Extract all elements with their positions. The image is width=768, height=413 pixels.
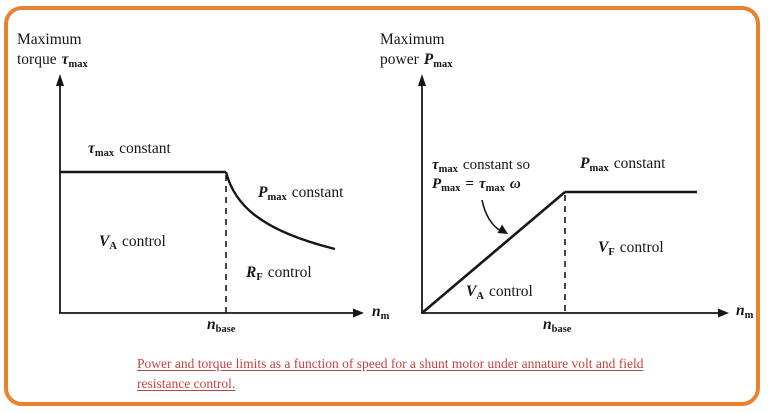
- right-axis-title-line1: Maximum: [380, 31, 445, 48]
- omega-symbol: ω: [509, 176, 521, 193]
- left-axis-title-line1: Maximum: [17, 31, 82, 48]
- caption-line-2: resistance control.: [137, 375, 236, 391]
- max-subscript: max: [267, 192, 287, 203]
- max-subscript: max: [68, 59, 88, 71]
- right-nbase-tick-label: nbase: [543, 316, 571, 335]
- right-y-axis-arrow-icon: [418, 74, 426, 86]
- left-y-axis-arrow-icon: [56, 74, 64, 86]
- m-subscript: m: [744, 310, 754, 321]
- tau-symbol: τ: [478, 176, 486, 193]
- left-x-axis-label: nm: [372, 303, 389, 322]
- caption-line-1: Power and torque limits as a function of…: [137, 356, 644, 371]
- tau-symbol: τ: [61, 51, 69, 69]
- a-subscript: A: [109, 241, 117, 252]
- a-subscript: A: [476, 291, 484, 302]
- left-pmax-constant-curve: [224, 171, 336, 251]
- right-x-axis-arrow-icon: [718, 308, 729, 318]
- figure-caption: Power and torque limits as a function of…: [137, 354, 657, 393]
- n-symbol: n: [207, 316, 216, 333]
- p-symbol: P: [432, 176, 442, 193]
- base-subscript: base: [551, 324, 572, 335]
- equals-sign: =: [465, 176, 474, 193]
- f-subscript: F: [608, 247, 615, 258]
- m-subscript: m: [380, 311, 390, 322]
- note-pointer-arrowhead-icon: [497, 224, 508, 234]
- p-symbol: P: [580, 155, 590, 172]
- p-symbol: P: [423, 51, 434, 69]
- left-x-axis-arrow-icon: [353, 308, 364, 318]
- tau-symbol: τ: [432, 157, 439, 173]
- note-pointer-arrow: [481, 199, 502, 232]
- f-subscript: F: [256, 272, 263, 283]
- right-x-axis-label: nm: [736, 302, 753, 321]
- tau-symbol: τ: [88, 140, 95, 157]
- left-nbase-tick-label: nbase: [207, 316, 235, 335]
- v-symbol: V: [99, 233, 110, 250]
- max-subscript: max: [438, 164, 458, 175]
- max-subscript: max: [485, 183, 505, 195]
- v-symbol: V: [466, 283, 477, 300]
- max-subscript: max: [589, 163, 609, 174]
- r-symbol: R: [246, 264, 257, 281]
- max-subscript: max: [441, 183, 461, 195]
- base-subscript: base: [215, 324, 236, 335]
- v-symbol: V: [598, 239, 609, 256]
- max-subscript: max: [94, 148, 115, 159]
- max-subscript: max: [433, 59, 453, 71]
- n-symbol: n: [543, 316, 552, 333]
- p-symbol: P: [258, 184, 268, 201]
- figure-border: [4, 6, 760, 406]
- n-symbol: n: [372, 303, 381, 320]
- right-rising-power-segment: [421, 191, 566, 314]
- n-symbol: n: [736, 302, 745, 319]
